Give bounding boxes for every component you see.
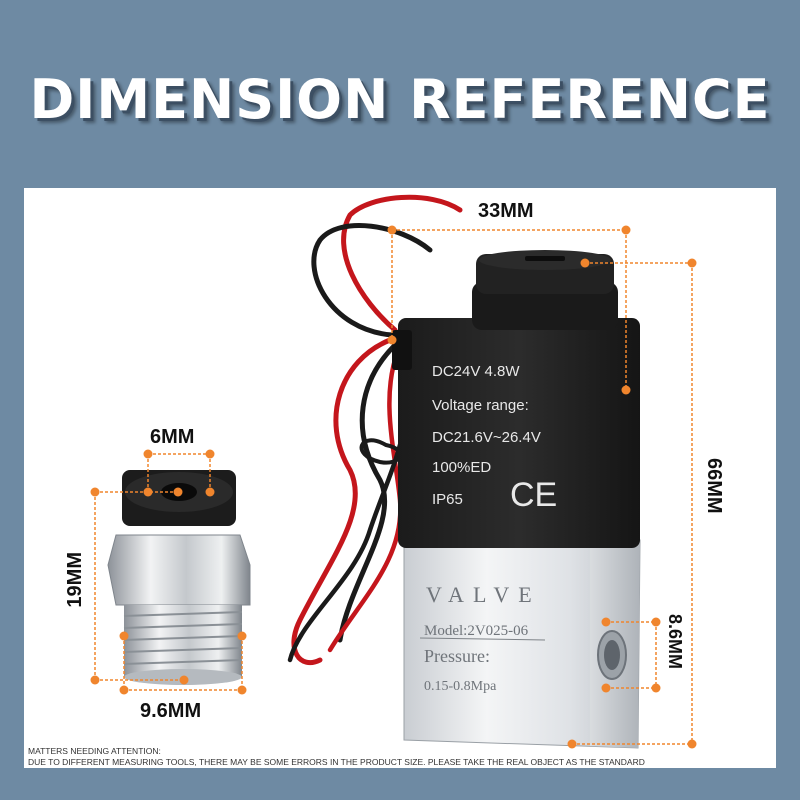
coil-label-line3: DC21.6V~26.4V bbox=[432, 429, 541, 446]
dimension-lines bbox=[94, 229, 693, 745]
port-height-label: 8.6MM bbox=[665, 614, 685, 670]
dimension-dots bbox=[90, 225, 697, 749]
notice-heading: MATTERS NEEDING ATTENTION: bbox=[28, 746, 161, 756]
coil-label: DC24V 4.8W Voltage range: DC21.6V~26.4V … bbox=[432, 363, 557, 514]
fitting-width-label: 9.6MM bbox=[140, 700, 202, 722]
body-pressure-value: 0.15-0.8Mpa bbox=[424, 679, 497, 694]
body-model: Model:2V025-06 bbox=[424, 623, 529, 639]
notice-text: DUE TO DIFFERENT MEASURING TOOLS, THERE … bbox=[28, 757, 645, 767]
body-label: VALVE Model:2V025-06 Pressure: 0.15-0.8M… bbox=[424, 582, 541, 694]
coil-label-line5: IP65 bbox=[432, 491, 463, 508]
coil-label-line1: DC24V 4.8W bbox=[432, 363, 520, 380]
page-title: DIMENSION REFERENCE bbox=[29, 68, 771, 131]
body-brand: VALVE bbox=[426, 582, 541, 607]
coil-label-line2: Voltage range: bbox=[432, 397, 529, 414]
fitting-height-label: 19MM bbox=[64, 552, 86, 608]
solenoid-coil bbox=[392, 250, 640, 548]
ce-mark: CE bbox=[510, 476, 557, 514]
coil-label-line4: 100%ED bbox=[432, 459, 491, 476]
tube-diameter-label: 6MM bbox=[150, 426, 195, 448]
push-fitting bbox=[107, 470, 251, 685]
notice: MATTERS NEEDING ATTENTION: DUE TO DIFFER… bbox=[28, 746, 768, 768]
total-height-label: 66MM bbox=[703, 458, 725, 514]
body-pressure-label: Pressure: bbox=[424, 646, 490, 666]
coil-width-label: 33MM bbox=[478, 200, 534, 222]
